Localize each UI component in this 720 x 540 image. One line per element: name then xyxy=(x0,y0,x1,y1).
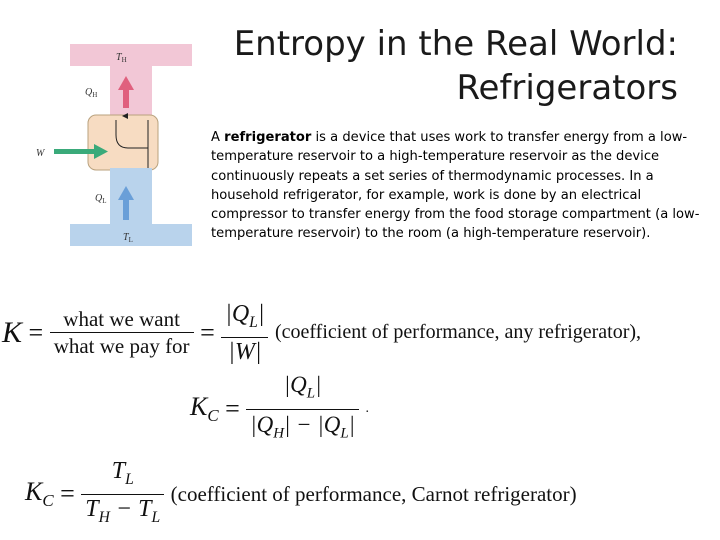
eq3-fraction: TL TH − TL xyxy=(81,457,165,532)
eq1-numerator-words: what we want xyxy=(49,306,194,334)
eq1-fraction-words: what we want what we pay for xyxy=(49,306,194,359)
body-paragraph: A refrigerator is a device that uses wor… xyxy=(211,128,711,244)
cold-reservoir xyxy=(70,224,192,246)
body-rest: is a device that uses work to transfer e… xyxy=(211,130,700,242)
body-intro: A xyxy=(211,130,225,145)
title-line-2: Refrigerators xyxy=(456,68,678,108)
work-arrow-icon xyxy=(54,144,108,159)
eq2-numerator: |QL| xyxy=(246,370,359,410)
slide-title: Entropy in the Real World: Refrigerators xyxy=(208,22,678,110)
equation-coefficient-any: K = what we want what we pay for = |QL| … xyxy=(2,300,641,366)
cold-temp-sub: L xyxy=(129,236,133,244)
eq3-note: (coefficient of performance, Carnot refr… xyxy=(170,481,577,506)
eq1-numerator-symbols: |QL| xyxy=(221,300,269,338)
q-cold-label: Q xyxy=(95,193,103,204)
hot-temp-label: T xyxy=(116,52,123,63)
eq2-equals: = xyxy=(225,394,240,424)
equation-carnot-temperature: KC = TL TH − TL (coefficient of performa… xyxy=(25,457,577,532)
eq2-fraction: |QL| |QH| − |QL| xyxy=(246,370,359,448)
svg-text:QH: QH xyxy=(85,87,97,99)
cold-temp-label: T xyxy=(123,232,130,243)
eq2-denominator: |QH| − |QL| xyxy=(250,411,355,442)
heat-out-arrow-icon xyxy=(118,76,134,108)
svg-text:TL: TL xyxy=(123,232,133,244)
work-label: W xyxy=(36,148,46,159)
eq1-denominator-symbols: |W| xyxy=(228,338,262,365)
hot-pipe xyxy=(110,64,152,119)
eq2-lhs: KC xyxy=(190,392,219,426)
eq1-lhs: K xyxy=(2,315,23,349)
hot-temp-sub: H xyxy=(122,56,127,64)
heat-in-arrow-icon xyxy=(118,186,134,220)
eq1-fraction-symbols: |QL| |W| xyxy=(221,300,269,366)
refrigerator-diagram: TH QH W QL TL xyxy=(36,44,192,246)
eq3-equals: = xyxy=(60,479,75,509)
svg-text:QL: QL xyxy=(95,193,107,205)
svg-text:TH: TH xyxy=(116,52,127,64)
eq3-denominator: TH − TL xyxy=(85,495,161,526)
eq3-numerator: TL xyxy=(81,457,165,495)
q-cold-sub: L xyxy=(102,197,106,205)
hot-reservoir xyxy=(70,44,192,66)
eq1-equals-2: = xyxy=(200,317,215,347)
q-hot-label: Q xyxy=(85,87,93,98)
eq2-tail: . xyxy=(365,401,369,417)
body-term: refrigerator xyxy=(224,130,312,145)
eq1-equals: = xyxy=(28,317,44,347)
eq1-denominator-words: what we pay for xyxy=(53,334,190,359)
title-line-1: Entropy in the Real World: xyxy=(233,24,678,64)
eq3-lhs: KC xyxy=(25,477,54,511)
equation-carnot-heat: KC = |QL| |QH| − |QL| . xyxy=(190,370,369,448)
q-hot-sub: H xyxy=(92,91,97,99)
eq1-note: (coefficient of performance, any refrige… xyxy=(274,321,642,344)
